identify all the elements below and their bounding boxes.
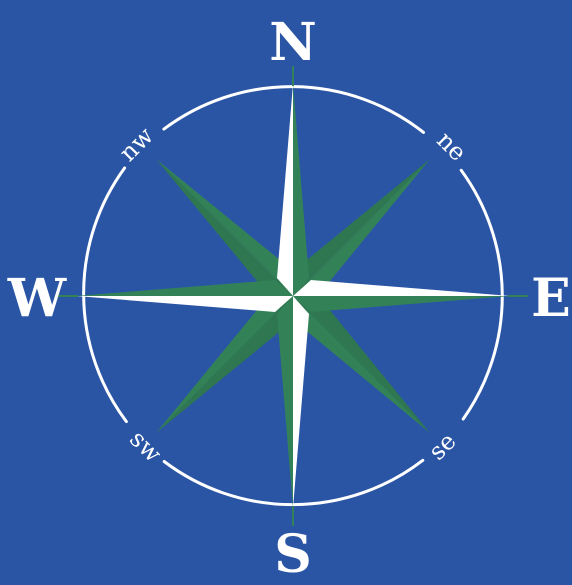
label-north: N [269,12,317,73]
label-west: W [7,268,68,329]
label-east: E [531,268,571,329]
label-south: S [274,524,312,585]
